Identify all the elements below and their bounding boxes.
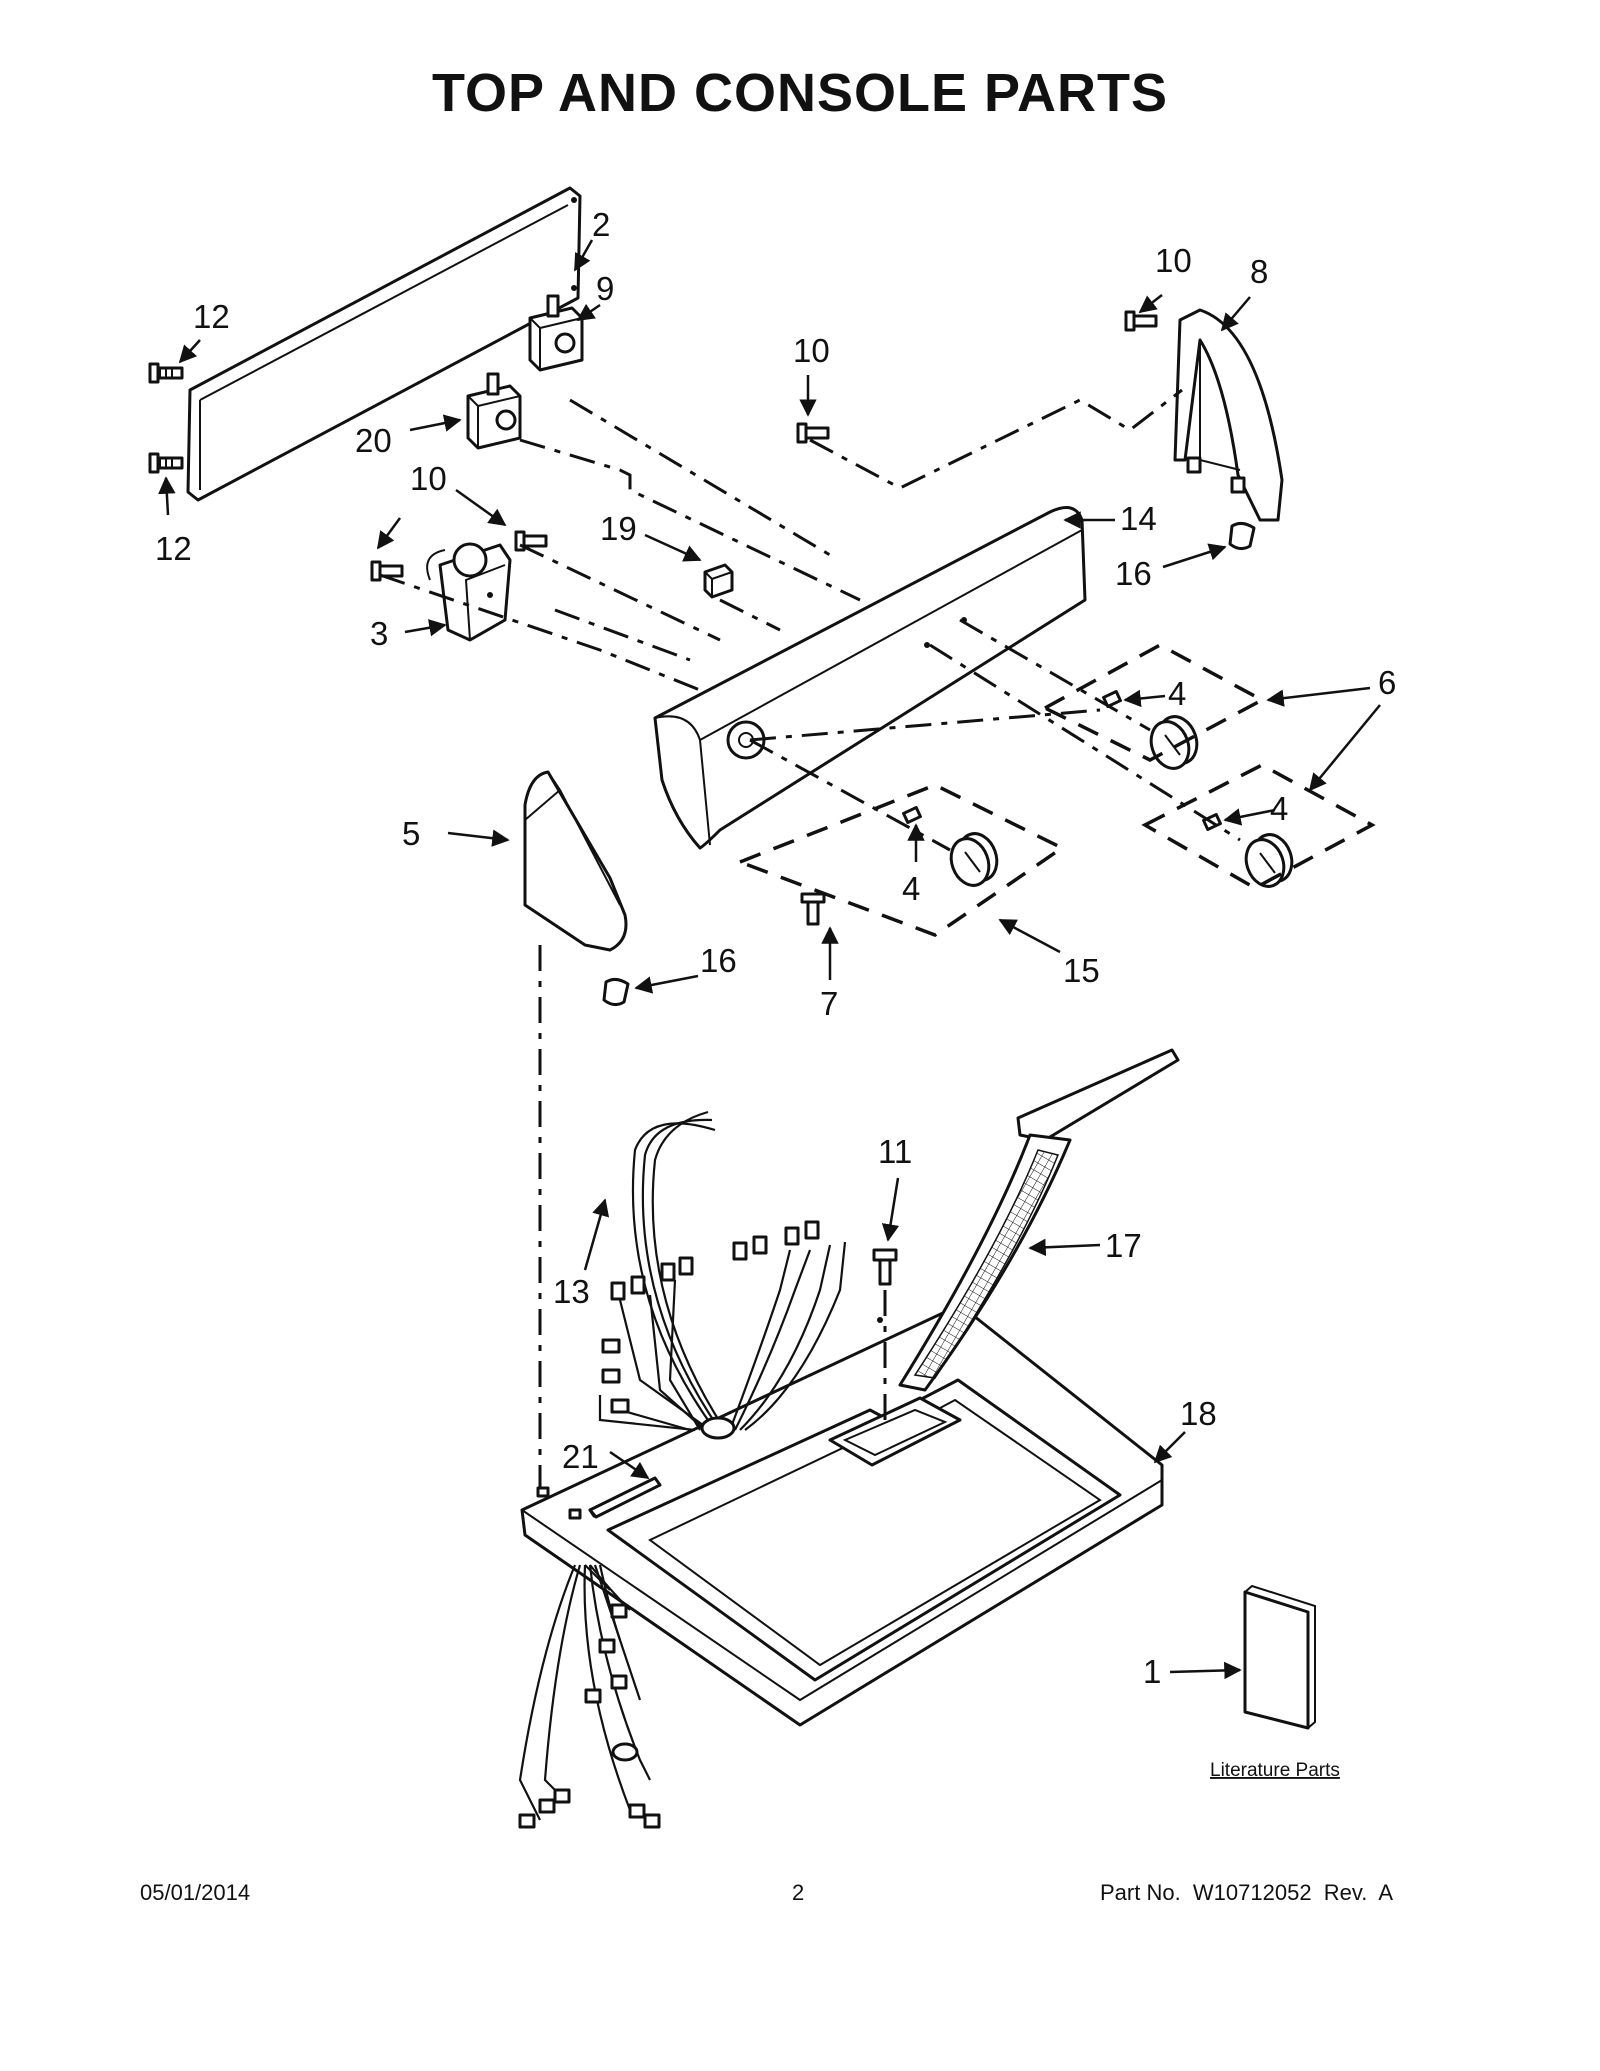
screw-part-7 — [800, 892, 826, 926]
wire-harness-part-13 — [598, 1110, 847, 1440]
callout-16-left: 16 — [700, 942, 737, 979]
literature-parts-label: Literature Parts — [1210, 1760, 1340, 1781]
timer-part-3 — [426, 542, 512, 642]
callout-4-center: 4 — [902, 870, 920, 907]
callout-10-right: 10 — [1155, 242, 1192, 279]
switch-part-20 — [466, 372, 522, 450]
screw-part-12-lower — [148, 452, 184, 474]
knob-part-4-center — [949, 832, 999, 887]
callout-3: 3 — [370, 615, 388, 652]
callout-10-center: 10 — [793, 332, 830, 369]
coupler-part-4-c — [902, 806, 922, 824]
callout-16-right: 16 — [1115, 555, 1152, 592]
footer-part-number: Part No. W10712052 Rev. A — [1100, 1880, 1394, 1905]
top-panel-part-18 — [520, 1303, 1164, 1727]
callout-8: 8 — [1250, 253, 1268, 290]
switch-part-9 — [528, 294, 584, 372]
callout-14: 14 — [1120, 500, 1157, 537]
callout-21: 21 — [562, 1438, 599, 1475]
callout-4-top: 4 — [1168, 675, 1186, 712]
knob-part-4-top — [1149, 715, 1199, 770]
strip-part-21 — [588, 1476, 662, 1519]
end-cap-part-5 — [523, 770, 628, 952]
callout-15: 15 — [1063, 952, 1100, 989]
screw-part-12-upper — [148, 362, 184, 384]
callout-13: 13 — [553, 1273, 590, 1310]
console-part-14 — [653, 506, 1087, 850]
screw-part-10-center — [796, 422, 830, 444]
footer-date: 05/01/2014 — [140, 1880, 251, 1905]
screw-part-11 — [872, 1248, 898, 1286]
lower-wire-harness — [518, 1564, 661, 1829]
screw-part-10-left — [370, 560, 404, 582]
end-cap-part-8 — [1173, 308, 1284, 522]
callout-17: 17 — [1105, 1227, 1142, 1264]
callout-12-lower: 12 — [155, 530, 192, 567]
callout-9: 9 — [596, 270, 614, 307]
knob-part-4-right — [1244, 833, 1294, 888]
callout-labels: 2 12 12 9 20 10 19 10 10 8 14 16 3 6 4 4… — [155, 206, 1396, 1781]
callout-18: 18 — [1180, 1395, 1217, 1432]
callout-2: 2 — [592, 206, 610, 243]
callout-7: 7 — [820, 985, 838, 1022]
screw-part-10-timer — [514, 530, 548, 552]
footer-page-number: 2 — [792, 1880, 805, 1905]
rear-panel-part-2 — [186, 186, 582, 502]
callout-4-right: 4 — [1270, 790, 1288, 827]
block-part-19 — [703, 563, 734, 599]
leader-arrows — [158, 239, 1381, 1680]
callout-6: 6 — [1378, 664, 1396, 701]
lint-filter-part-17 — [898, 1048, 1180, 1392]
callout-20: 20 — [355, 422, 392, 459]
assembly-lines — [379, 388, 1376, 1530]
callout-5: 5 — [402, 815, 420, 852]
callout-11: 11 — [878, 1133, 912, 1170]
callout-10-left: 10 — [410, 460, 447, 497]
screw-part-10-right — [1124, 310, 1158, 332]
coupler-part-4-a — [1102, 690, 1122, 708]
callout-12-upper: 12 — [193, 298, 230, 335]
clip-part-16-right — [1228, 521, 1256, 551]
clip-part-16-left — [602, 977, 630, 1007]
page-title: TOP AND CONSOLE PARTS — [431, 63, 1169, 123]
callout-1: 1 — [1143, 1653, 1161, 1690]
literature-part-1 — [1243, 1584, 1316, 1730]
callout-19: 19 — [600, 510, 637, 547]
